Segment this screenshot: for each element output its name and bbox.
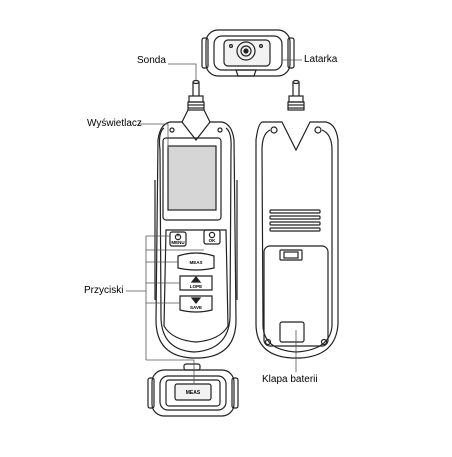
ok-button[interactable] xyxy=(203,229,221,245)
label-battery-cover: Klapa baterii xyxy=(262,374,318,385)
display xyxy=(162,137,222,221)
back-view xyxy=(255,79,339,359)
meas-button[interactable] xyxy=(177,252,215,271)
ok-key-label: OK xyxy=(209,238,217,243)
label-display: Wyświetlacz xyxy=(87,118,142,129)
top-view xyxy=(201,29,295,77)
vent-grille xyxy=(269,209,321,232)
leader-lines xyxy=(126,59,302,384)
front-view xyxy=(154,79,238,359)
label-buttons: Przyciski xyxy=(84,285,124,296)
arrow-up-icon xyxy=(190,276,202,283)
menu-button[interactable] xyxy=(169,231,187,247)
bottom-meas-button[interactable] xyxy=(174,383,212,401)
label-flashlight: Latarka xyxy=(304,54,338,65)
light-icon xyxy=(208,231,216,239)
menu-key-label: MENU xyxy=(171,240,184,245)
save-key-label: SAVE xyxy=(190,305,202,310)
lope-key-label: LOPE xyxy=(190,284,202,289)
back-probe xyxy=(287,79,305,111)
bottom-view xyxy=(147,363,239,417)
meas-key-label: MEAS xyxy=(189,260,202,265)
save-button[interactable] xyxy=(179,295,213,313)
flashlight-lens-icon xyxy=(236,41,256,61)
probe xyxy=(181,79,211,123)
label-probe: Sonda xyxy=(137,55,166,66)
arrow-down-icon xyxy=(190,297,202,304)
lope-button[interactable] xyxy=(179,275,213,291)
bottom-meas-key-label: MEAS xyxy=(186,390,201,396)
